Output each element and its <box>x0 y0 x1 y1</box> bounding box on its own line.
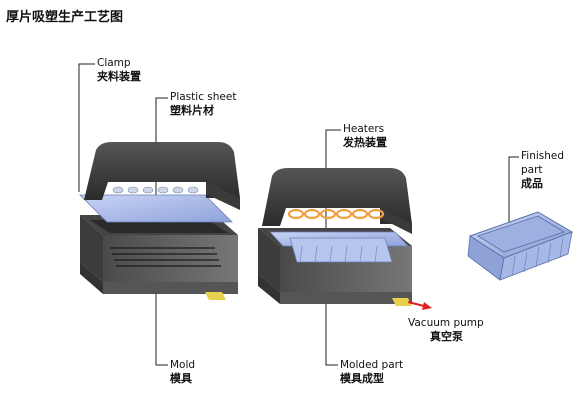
plastic-sheet-leader <box>155 97 168 232</box>
label-vacuum-pump-en: Vacuum pump <box>408 317 484 329</box>
clamp-holes <box>112 186 199 194</box>
heater-coils <box>287 208 385 220</box>
clamp-leader <box>78 63 95 192</box>
label-heaters-en: Heaters <box>343 123 385 135</box>
heater-housing <box>262 168 412 226</box>
diagram-title: 厚片吸塑生产工艺图 <box>6 10 124 25</box>
tray-ribs <box>511 237 564 277</box>
label-vacuum-pump-zh: 真空泵 <box>430 330 463 343</box>
plastic-sheet <box>79 194 233 223</box>
left-vent <box>205 292 226 300</box>
label-finished-part-en1: Finished <box>521 150 565 162</box>
label-clamp: Clamp 夹料装置 <box>97 56 141 84</box>
label-molded-part-zh: 模具成型 <box>340 372 384 385</box>
label-plastic-sheet: Plastic sheet 塑料片材 <box>170 90 236 118</box>
label-mold-en: Mold <box>170 359 196 371</box>
finished-tray <box>467 211 574 281</box>
label-finished-part-zh: 成品 <box>521 177 543 190</box>
label-molded-part: Molded part 模具成型 <box>340 358 403 386</box>
label-mold-zh: 模具 <box>170 372 192 385</box>
mold-front <box>103 235 238 282</box>
left-machine <box>79 142 240 300</box>
mold-leader <box>155 262 168 366</box>
label-molded-part-en: Molded part <box>340 359 404 371</box>
vacuum-arrow <box>407 301 432 310</box>
molded-part-ribs <box>299 245 378 263</box>
label-plastic-sheet-en: Plastic sheet <box>170 91 237 103</box>
label-clamp-en: Clamp <box>97 57 131 69</box>
label-finished-part: Finished part 成品 <box>521 149 564 191</box>
middle-machine <box>258 168 432 310</box>
label-plastic-sheet-zh: 塑料片材 <box>170 104 214 117</box>
mold-cavity-grill <box>110 247 221 267</box>
label-finished-part-en2: part <box>521 164 543 176</box>
label-heaters-zh: 发热装置 <box>343 136 387 149</box>
label-vacuum-pump: Vacuum pump 真空泵 <box>408 316 484 344</box>
label-clamp-zh: 夹料装置 <box>97 70 141 83</box>
middle-vent <box>392 298 412 306</box>
clamp-housing <box>84 142 240 200</box>
label-mold: Mold 模具 <box>170 358 195 386</box>
label-heaters: Heaters 发热装置 <box>343 122 387 150</box>
